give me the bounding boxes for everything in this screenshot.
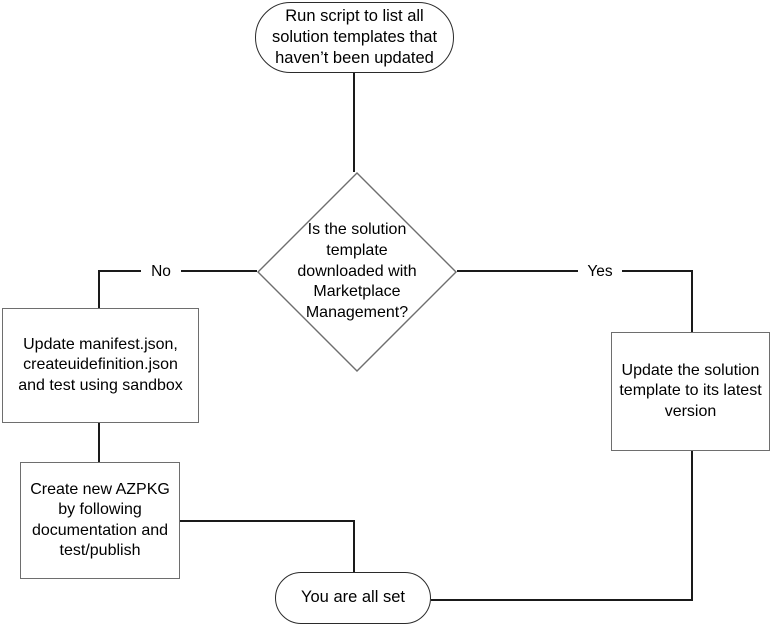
node-start-run-script[interactable]: Run script to list all solution template… [255,2,454,73]
node-update-manifest[interactable]: Update manifest.json, createuidefinition… [2,308,199,423]
node-update-template-label: Update the solution template to its late… [619,361,762,420]
node-decision-marketplace-management[interactable]: Is the solution template downloaded with… [257,172,457,372]
edge-label-no: No [141,263,181,281]
node-create-azpkg-label: Create new AZPKG by following documentat… [30,480,170,559]
node-update-manifest-label: Update manifest.json, createuidefinition… [18,335,183,394]
diamond-shape [257,172,457,372]
node-create-azpkg[interactable]: Create new AZPKG by following documentat… [20,462,180,579]
node-decision-label: Is the solution template downloaded with… [297,221,417,322]
edge-azpkg-to-end [180,520,355,572]
node-update-template[interactable]: Update the solution template to its late… [611,332,770,451]
edge-label-yes: Yes [578,263,622,281]
edge-template-to-end [431,450,693,601]
node-start-label: Run script to list all solution template… [271,6,438,68]
edge-decision-yes [457,270,693,332]
edge-decision-no [98,270,257,308]
node-end-all-set[interactable]: You are all set [275,572,431,624]
node-end-label: You are all set [301,588,405,607]
